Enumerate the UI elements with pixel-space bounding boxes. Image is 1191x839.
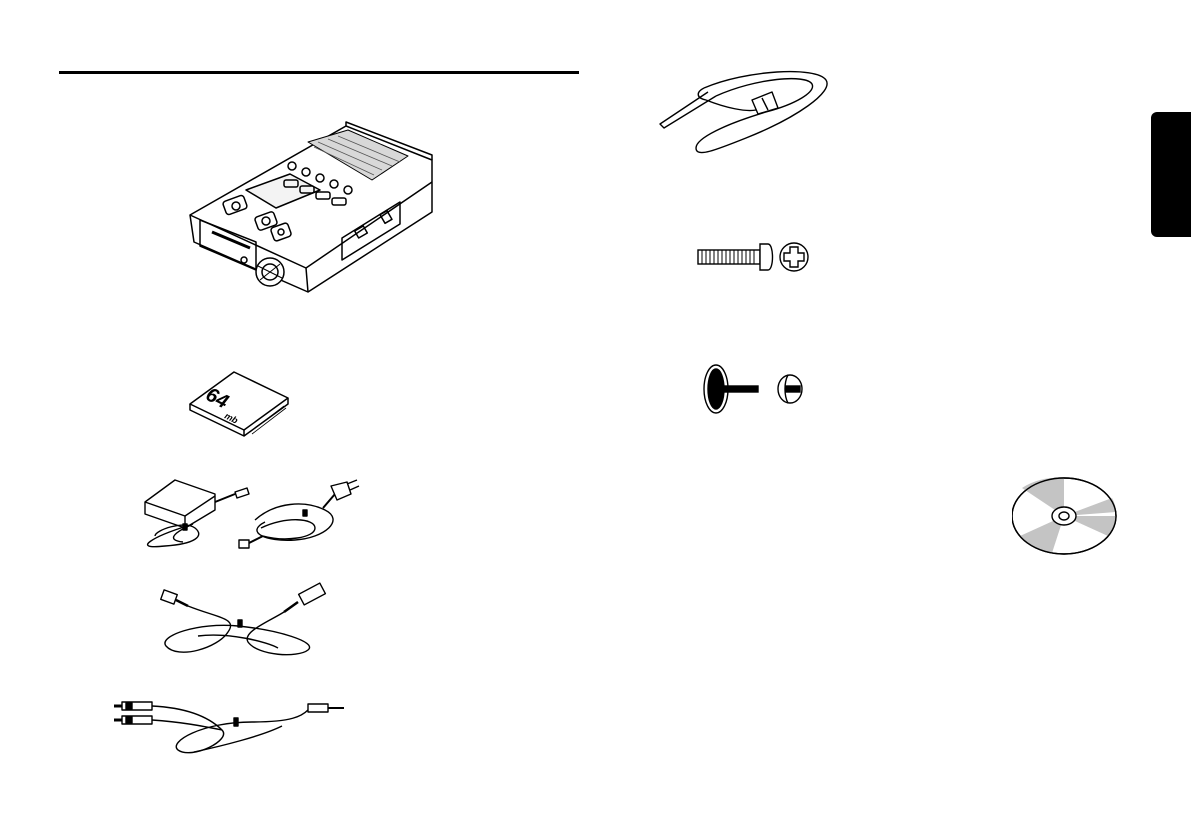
side-index-tab [1151,112,1191,237]
strap-icon [656,68,836,164]
screw-icon [696,240,812,274]
memory-card-icon: 64 mb [186,368,296,440]
section-heading-rule [59,71,579,74]
recorder-icon [186,120,436,300]
foot-icon [700,362,810,416]
ac-adapter-icon [135,472,360,554]
cd-icon [1012,476,1120,558]
usb-cable-icon [158,582,330,662]
av-cable-icon [112,696,352,766]
